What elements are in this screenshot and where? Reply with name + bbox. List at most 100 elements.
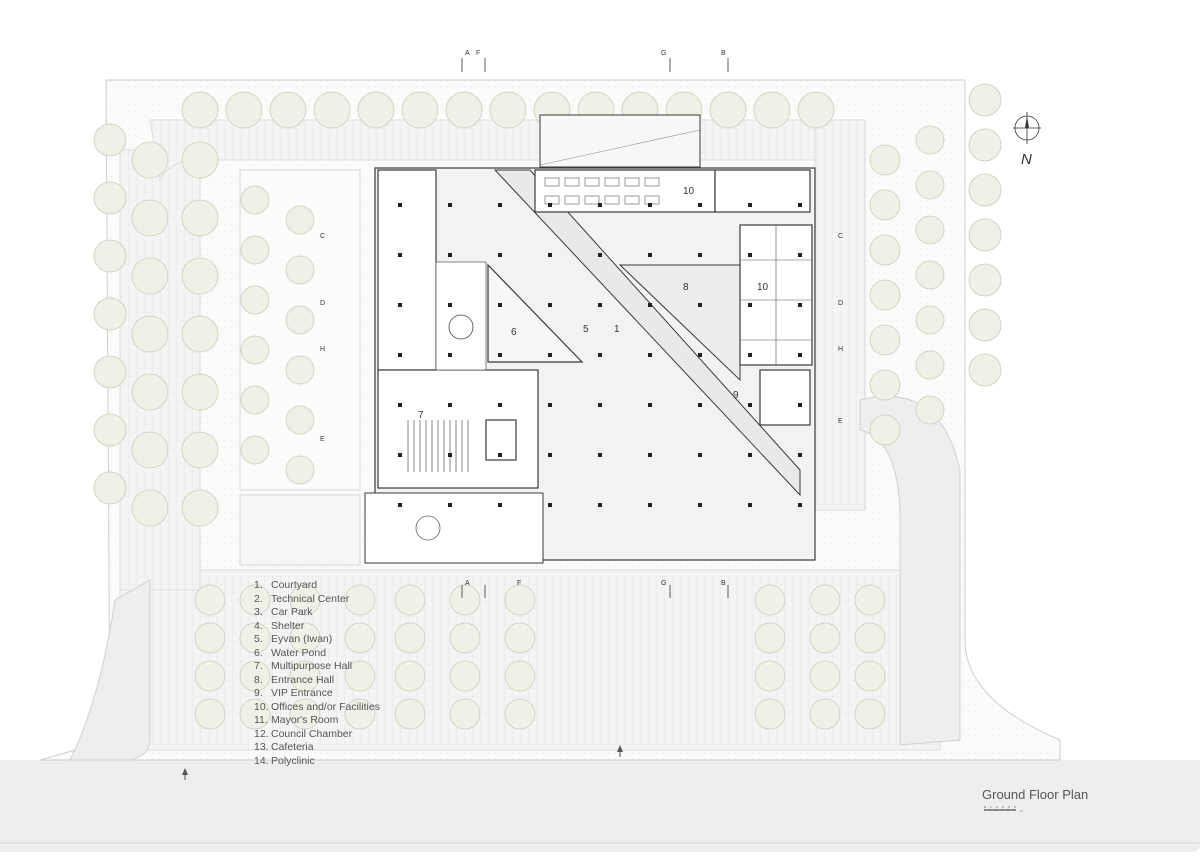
tree-icon <box>968 353 1002 387</box>
tree-icon <box>289 660 321 692</box>
section-marker-right-e: E <box>838 418 843 425</box>
column <box>648 303 652 307</box>
tree-icon <box>809 622 841 654</box>
vip-block <box>759 369 811 426</box>
column <box>798 253 802 257</box>
tree-icon <box>504 698 536 730</box>
section-marker-left-h: H <box>320 346 326 353</box>
legend-item-number: 4. <box>254 619 263 632</box>
scale-tick-2: 2 <box>996 805 998 809</box>
tree-icon <box>194 660 226 692</box>
scale-bar: 0 1 2 3 4 5 m <box>984 805 1023 813</box>
tree-icon <box>181 431 219 469</box>
tree-icon <box>131 489 169 527</box>
column <box>598 353 602 357</box>
tree-icon <box>240 185 270 215</box>
legend-item-number: 11. <box>254 714 268 726</box>
tree-icon <box>181 315 219 353</box>
tree-icon <box>449 622 481 654</box>
tree-icon <box>869 189 901 221</box>
tree-icon <box>394 584 426 616</box>
legend-item-label: Mayor's Room <box>271 714 339 726</box>
section-marker-bot-g: G <box>661 580 667 587</box>
column <box>448 203 452 207</box>
north-label: N <box>1021 151 1032 168</box>
section-cut-lines <box>461 58 729 598</box>
column <box>748 353 752 357</box>
tree-icon <box>240 235 270 265</box>
legend-item-number: 14. <box>254 754 269 767</box>
column <box>598 303 602 307</box>
column <box>498 353 502 357</box>
tree-icon <box>344 622 376 654</box>
column <box>548 303 552 307</box>
north-arrow-icon: N <box>1013 112 1041 168</box>
column <box>798 203 802 207</box>
curved-drive-west <box>69 579 151 761</box>
legend-item-number: 5. <box>254 633 263 645</box>
tree-icon <box>181 257 219 295</box>
tree-icon <box>754 660 786 692</box>
tree-icon <box>869 234 901 266</box>
scale-tick-1: 1 <box>990 805 992 809</box>
tree-icon <box>968 173 1002 207</box>
section-marker-bot-a: A <box>465 580 470 587</box>
column <box>398 503 402 507</box>
street <box>0 760 1200 852</box>
tree-icon <box>131 373 169 411</box>
column <box>698 403 702 407</box>
column <box>398 403 402 407</box>
column <box>698 253 702 257</box>
column <box>448 253 452 257</box>
section-marker-right-c: C <box>838 233 844 240</box>
courtyard-west <box>435 261 487 371</box>
legend-item: 14.Polyclinic <box>254 755 380 769</box>
column <box>448 403 452 407</box>
north-office-block <box>534 169 716 213</box>
column <box>698 203 702 207</box>
column <box>548 253 552 257</box>
tree-icon <box>394 698 426 730</box>
column <box>548 503 552 507</box>
trees-layer <box>93 83 1002 730</box>
tree-icon <box>131 141 169 179</box>
tree-icon <box>797 91 835 129</box>
tree-icon <box>968 83 1002 117</box>
structural-columns <box>398 203 802 507</box>
tree-icon <box>93 181 127 215</box>
tree-icon <box>869 414 901 446</box>
tree-icon <box>181 489 219 527</box>
column <box>598 403 602 407</box>
legend-item-label: Cafeteria <box>271 741 314 753</box>
scale-unit: m <box>1020 809 1023 813</box>
section-marker-right-d: D <box>838 300 844 307</box>
column <box>398 303 402 307</box>
tree-icon <box>449 584 481 616</box>
legend-item-label: Polyclinic <box>271 754 315 767</box>
diagonal-band <box>493 169 801 497</box>
column <box>648 253 652 257</box>
tree-icon <box>869 324 901 356</box>
tree-icon <box>489 91 527 129</box>
legend-item-number: 7. <box>254 660 263 672</box>
tree-icon <box>809 698 841 730</box>
tree-icon <box>968 128 1002 162</box>
courtyard-fountain <box>448 314 474 340</box>
legend-item-label: Council Chamber <box>271 727 353 740</box>
tree-icon <box>225 91 263 129</box>
tree-icon <box>854 622 886 654</box>
column <box>798 353 802 357</box>
plan-title: Ground Floor Plan <box>982 787 1089 802</box>
column <box>498 503 502 507</box>
tree-icon <box>240 335 270 365</box>
tree-icon <box>344 584 376 616</box>
tree-icon <box>194 584 226 616</box>
legend-item: 8.Entrance Hall <box>254 674 380 688</box>
tree-icon <box>809 584 841 616</box>
tree-icon <box>869 369 901 401</box>
column <box>648 453 652 457</box>
tree-icon <box>240 285 270 315</box>
room-number-1: 1 <box>614 324 620 335</box>
room-number-5: 5 <box>583 324 589 335</box>
